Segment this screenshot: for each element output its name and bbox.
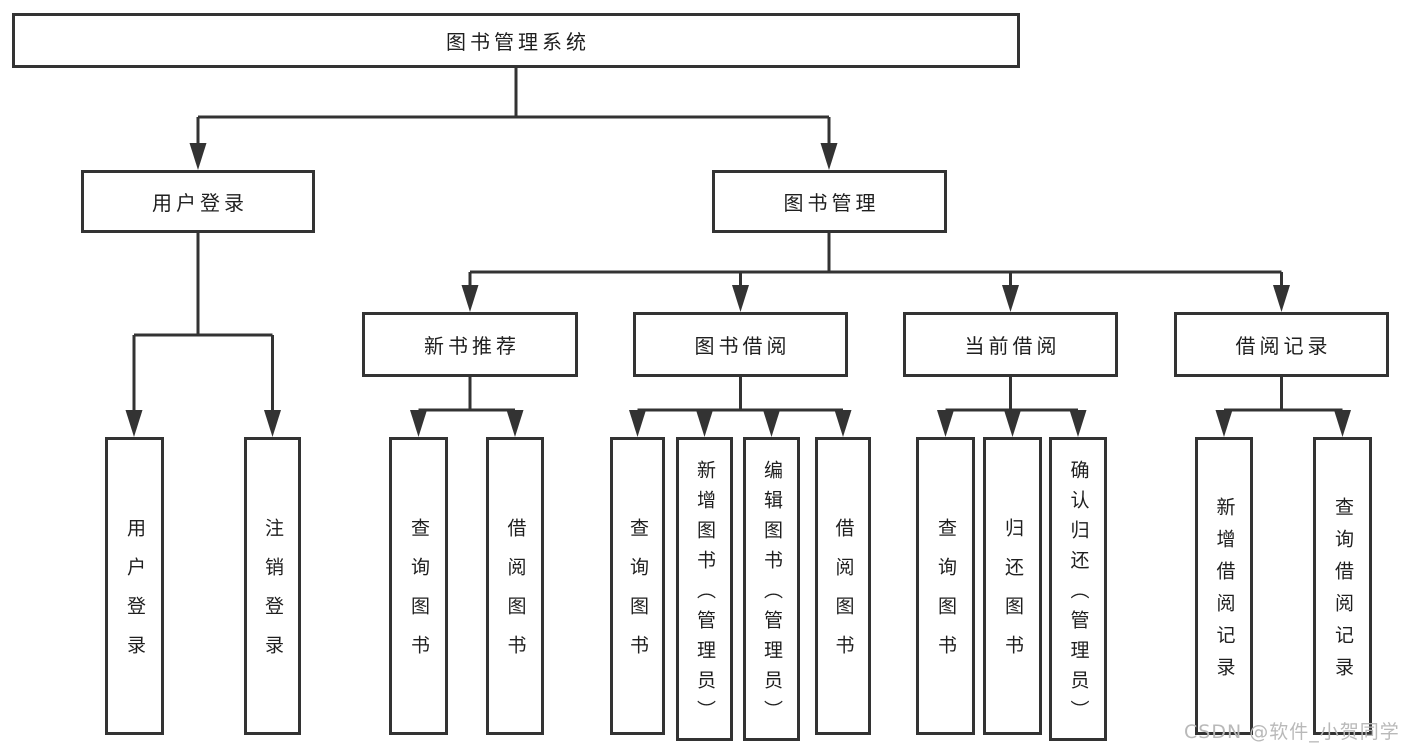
- node-book-management-label: 图书管理: [783, 191, 880, 215]
- leaf-cb-return-books-label: 归还图书: [1002, 518, 1024, 674]
- node-user-login-label: 用户登录: [152, 191, 248, 215]
- leaf-nbr-borrow-books: 借阅图书: [486, 437, 544, 735]
- leaf-cb-query-books-label: 查询图书: [935, 518, 957, 674]
- leaf-bb-add-books-admin: 新增图书（管理员）: [676, 437, 733, 741]
- arrowheads: [125, 143, 1351, 437]
- node-borrow-records: 借阅记录: [1174, 312, 1389, 377]
- leaf-bb-query-books-label: 查询图书: [627, 518, 649, 674]
- node-borrow-records-label: 借阅记录: [1235, 334, 1332, 358]
- leaf-cb-confirm-return-admin-label: 确认归还（管理员）: [1067, 459, 1090, 730]
- node-user-login: 用户登录: [81, 170, 315, 233]
- leaf-cb-confirm-return-admin: 确认归还（管理员）: [1049, 437, 1107, 741]
- node-new-book-recommend: 新书推荐: [362, 312, 578, 377]
- leaf-nbr-borrow-books-label: 借阅图书: [504, 518, 527, 674]
- leaf-bb-borrow-books: 借阅图书: [815, 437, 871, 735]
- leaf-cb-query-books: 查询图书: [916, 437, 975, 735]
- leaf-bb-add-books-admin-label: 新增图书（管理员）: [694, 459, 716, 730]
- leaf-bb-borrow-books-label: 借阅图书: [832, 518, 855, 674]
- leaf-br-query-record: 查询借阅记录: [1313, 437, 1372, 735]
- leaf-nbr-query-books-label: 查询图书: [408, 518, 430, 674]
- node-book-borrow: 图书借阅: [633, 312, 848, 377]
- leaf-bb-edit-books-admin-label: 编辑图书（管理员）: [761, 459, 783, 730]
- node-current-borrow-label: 当前借阅: [964, 334, 1061, 358]
- leaf-cb-return-books: 归还图书: [983, 437, 1042, 735]
- node-book-borrow-label: 图书借阅: [694, 334, 791, 358]
- leaf-br-add-record: 新增借阅记录: [1195, 437, 1253, 735]
- leaf-logout: 注销登录: [244, 437, 301, 735]
- leaf-bb-query-books: 查询图书: [610, 437, 665, 735]
- leaf-bb-edit-books-admin: 编辑图书（管理员）: [743, 437, 800, 741]
- leaf-user-login-label: 用户登录: [124, 518, 146, 674]
- node-book-management: 图书管理: [712, 170, 947, 233]
- node-current-borrow: 当前借阅: [903, 312, 1118, 377]
- node-new-book-recommend-label: 新书推荐: [424, 334, 520, 358]
- leaf-br-query-record-label: 查询借阅记录: [1332, 496, 1354, 689]
- leaf-user-login: 用户登录: [105, 437, 164, 735]
- watermark: CSDN @软件_小贺同学: [1184, 721, 1400, 743]
- leaf-nbr-query-books: 查询图书: [389, 437, 448, 735]
- node-root: 图书管理系统: [12, 13, 1020, 68]
- leaf-br-add-record-label: 新增借阅记录: [1213, 496, 1236, 689]
- node-root-label: 图书管理系统: [446, 30, 590, 54]
- leaf-logout-label: 注销登录: [262, 518, 284, 674]
